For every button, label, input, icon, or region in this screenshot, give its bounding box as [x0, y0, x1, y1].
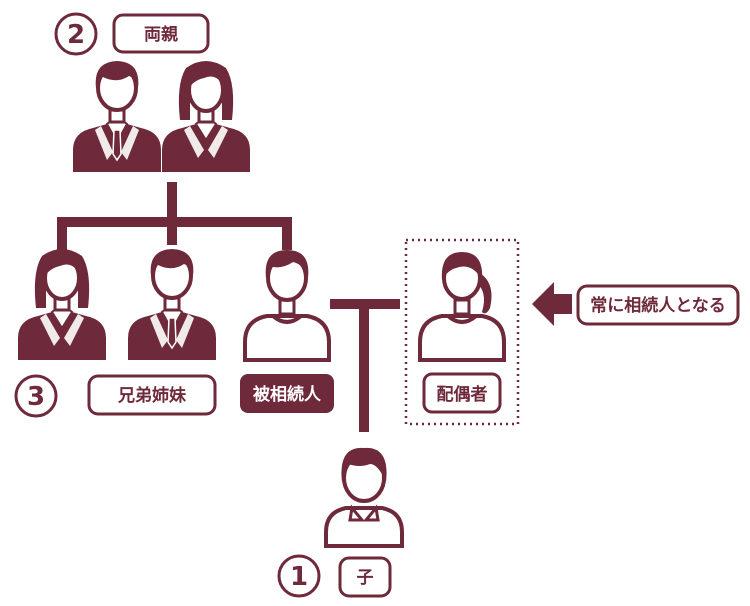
spouse-label: 配偶者: [437, 384, 488, 405]
spouse-group: 配偶者: [404, 238, 520, 426]
sister-icon: [16, 247, 108, 362]
siblings-group: 3 兄弟姉妹: [14, 247, 218, 418]
mother-icon: [160, 59, 252, 174]
decedent-group: 被相続人: [240, 248, 334, 413]
child-label-box: [338, 556, 392, 598]
priority-number-3-badge: [14, 374, 58, 418]
spouse-icon: [418, 250, 506, 362]
spouse-note-group: 常に相続人となる: [532, 282, 740, 326]
spouse-note-label: 常に相続人となる: [590, 295, 726, 316]
child-icon: [324, 445, 404, 548]
decedent-label: 被相続人: [253, 384, 322, 405]
priority-number-2: 2: [67, 20, 85, 50]
parents-label-box: [112, 13, 210, 54]
priority-number-3: 3: [27, 382, 45, 412]
spouse-dotted-frame: [404, 238, 520, 426]
parents-label: 両親: [144, 24, 178, 45]
decedent-label-box: [240, 374, 334, 413]
priority-number-1: 1: [290, 562, 308, 592]
siblings-label: 兄弟姉妹: [117, 385, 187, 406]
decedent-icon: [243, 248, 331, 362]
brother-icon: [126, 247, 218, 362]
spouse-label-box: [422, 372, 502, 414]
child-group: 1 子: [277, 445, 404, 598]
arrow-left-icon: [532, 282, 572, 326]
parents-group: 2 両親: [54, 12, 252, 174]
spouse-note-box: [576, 284, 740, 326]
siblings-label-box: [87, 374, 217, 416]
child-label: 子: [357, 568, 374, 588]
father-icon: [71, 59, 163, 174]
priority-number-2-badge: [54, 12, 98, 56]
priority-number-1-badge: [277, 554, 321, 598]
family-tree-lines: [57, 182, 400, 432]
